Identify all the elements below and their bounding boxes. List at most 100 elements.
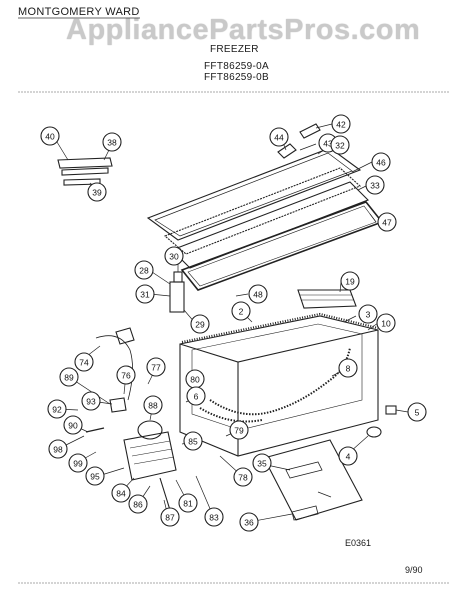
- callout-92: 92: [47, 399, 67, 419]
- diagram-code: E0361: [345, 538, 372, 548]
- callout-number: 89: [64, 373, 74, 383]
- callout-93: 93: [81, 391, 101, 411]
- callout-47: 47: [377, 212, 397, 232]
- callout-98: 98: [48, 439, 68, 459]
- callout-circle: [81, 391, 101, 411]
- callout-99: 99: [68, 453, 88, 473]
- callout-circle: [116, 365, 136, 385]
- callout-circle: [371, 152, 391, 172]
- callout-number: 77: [151, 363, 161, 373]
- callout-circle: [330, 135, 350, 155]
- callout-number: 79: [234, 426, 244, 436]
- callout-42: 42: [331, 114, 351, 134]
- cabinet-liner: [191, 323, 363, 431]
- callout-number: 92: [52, 405, 62, 415]
- callout-circle: [40, 126, 60, 146]
- callout-circle: [358, 304, 378, 324]
- callout-48: 48: [248, 284, 268, 304]
- callout-circle: [233, 467, 253, 487]
- callout-circle: [229, 420, 249, 440]
- callout-number: 84: [116, 489, 126, 499]
- callout-number: 90: [68, 421, 78, 431]
- callout-2: 2: [231, 301, 251, 321]
- callout-number: 85: [188, 437, 198, 447]
- switch-part: [277, 143, 297, 159]
- callout-circle: [128, 494, 148, 514]
- callout-number: 6: [194, 392, 199, 402]
- wiring-harness: [95, 335, 133, 401]
- callout-33: 33: [365, 175, 385, 195]
- callout-number: 93: [86, 397, 96, 407]
- callout-number: 28: [139, 266, 149, 276]
- callout-number: 47: [382, 218, 392, 228]
- callout-number: 29: [195, 320, 205, 330]
- callout-10: 10: [376, 313, 396, 333]
- callout-circle: [160, 507, 180, 527]
- callout-circle: [102, 132, 122, 152]
- compressor-part: [137, 420, 163, 440]
- callout-circle: [48, 439, 68, 459]
- hinge-part: [169, 281, 185, 313]
- callout-number: 98: [53, 445, 63, 455]
- callout-80: 80: [185, 369, 205, 389]
- callout-81: 81: [178, 493, 198, 513]
- callout-35: 35: [252, 453, 272, 473]
- callout-circle: [190, 314, 210, 334]
- callout-circle: [239, 512, 259, 532]
- callout-38: 38: [102, 132, 122, 152]
- callout-number: 44: [274, 133, 284, 143]
- callout-circle: [269, 127, 289, 147]
- callout-32: 32: [330, 135, 350, 155]
- product-title: FREEZER: [210, 44, 259, 55]
- callout-number: 2: [239, 307, 244, 317]
- model-number-b: FFT86259-0B: [204, 72, 269, 83]
- callout-95: 95: [85, 466, 105, 486]
- callout-number: 8: [346, 364, 351, 374]
- callout-number: 42: [336, 120, 346, 130]
- callout-circle: [204, 507, 224, 527]
- basket-part: [297, 289, 357, 309]
- callout-circle: [338, 446, 358, 466]
- callout-number: 10: [381, 319, 391, 329]
- callout-number: 4: [346, 452, 351, 462]
- callout-number: 33: [370, 181, 380, 191]
- callout-86: 86: [128, 494, 148, 514]
- evaporator-coil: [209, 347, 351, 416]
- callout-29: 29: [190, 314, 210, 334]
- callout-74: 74: [74, 352, 94, 372]
- callout-circle: [365, 175, 385, 195]
- callout-circle: [248, 284, 268, 304]
- callout-8: 8: [338, 358, 358, 378]
- callout-number: 95: [90, 472, 100, 482]
- lid-liner-part: [163, 167, 362, 255]
- callout-circle: [377, 212, 397, 232]
- callout-number: 30: [169, 252, 179, 262]
- callout-88: 88: [143, 395, 163, 415]
- bolt-part: [85, 427, 105, 433]
- brand-name: MONTGOMERY WARD: [18, 6, 140, 18]
- callout-circle: [135, 284, 155, 304]
- callout-circle: [146, 357, 166, 377]
- callout-circle: [74, 352, 94, 372]
- callout-circle: [134, 260, 154, 280]
- callout-number: 5: [415, 408, 420, 418]
- callout-number: 78: [238, 473, 248, 483]
- callout-number: 31: [140, 290, 150, 300]
- relay-part: [109, 397, 127, 413]
- callout-84: 84: [111, 483, 131, 503]
- callout-circle: [183, 431, 203, 451]
- callout-circle: [47, 399, 67, 419]
- callout-circle: [186, 386, 206, 406]
- callout-89: 89: [59, 367, 79, 387]
- drain-cap-part: [366, 426, 382, 438]
- watermark: AppliancePartsPros.com: [66, 14, 421, 46]
- callout-3: 3: [358, 304, 378, 324]
- callout-78: 78: [233, 467, 253, 487]
- model-number-a: FFT86259-0A: [204, 61, 269, 72]
- callout-circle: [252, 453, 272, 473]
- callout-number: 80: [190, 375, 200, 385]
- callout-circle: [331, 114, 351, 134]
- callout-79: 79: [229, 420, 249, 440]
- callout-circle: [63, 415, 83, 435]
